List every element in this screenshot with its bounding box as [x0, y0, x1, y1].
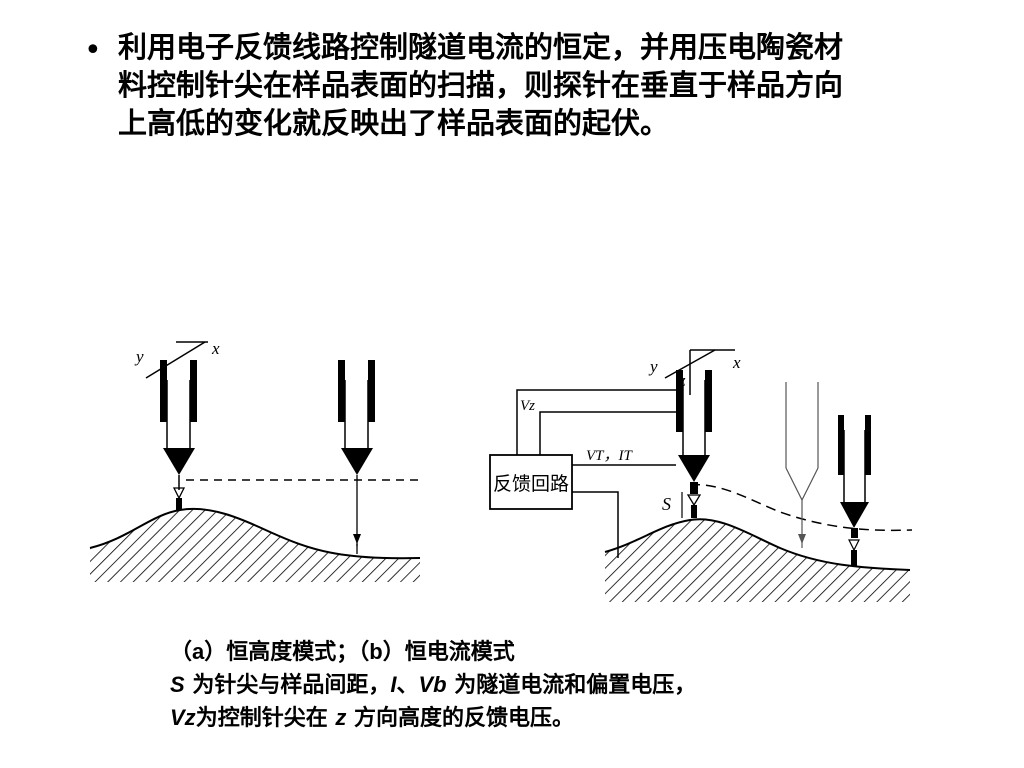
axis-x-right: x [732, 353, 741, 372]
panel-b: y x z 反馈回路 Vz VT，IT S [489, 349, 913, 602]
bullet-line-2: 料控制针尖在样品表面的扫描，则探针在垂直于样品方向 [118, 68, 844, 102]
sample-surface-left [89, 508, 421, 560]
probe-right-1 [676, 370, 712, 518]
probe-right-3 [838, 415, 871, 566]
feedback-loop-label: 反馈回路 [493, 473, 569, 495]
caption-line-1: （a）恒高度模式；（b）恒电流模式 [170, 639, 515, 665]
sample-surface-hatch-right [605, 519, 910, 602]
figure-caption: （a）恒高度模式；（b）恒电流模式 S 为针尖与样品间距，I、Vb 为隧道电流和… [170, 636, 696, 735]
axis-y-right: y [648, 357, 658, 376]
caption-line-3: Vz为控制针尖在 z 方向高度的反馈电压。 [170, 705, 575, 731]
bullet-text: 利用电子反馈线路控制隧道电流的恒定，并用压电陶瓷材 料控制针尖在样品表面的扫描，… [118, 28, 984, 142]
probe-right-2-arrow [798, 534, 806, 544]
bullet-paragraph: • 利用电子反馈线路控制隧道电流的恒定，并用压电陶瓷材 料控制针尖在样品表面的扫… [84, 28, 984, 142]
probe-left-2 [338, 360, 375, 554]
stm-modes-diagram: y x [89, 339, 913, 602]
bullet-line-1: 利用电子反馈线路控制隧道电流的恒定，并用压电陶瓷材 [118, 30, 844, 64]
gap-s-label: S [662, 494, 671, 514]
bullet-line-3: 上高低的变化就反映出了样品表面的起伏。 [118, 106, 670, 140]
axes-right [664, 349, 735, 395]
axes-left [145, 341, 208, 379]
feedback-wiring [516, 389, 676, 558]
panel-a: y x [89, 339, 421, 582]
vz-label: Vz [520, 398, 535, 414]
axis-y-left: y [134, 347, 144, 366]
axis-x-left: x [211, 339, 220, 358]
probe-right-2 [785, 382, 819, 548]
bullet-marker: • [84, 33, 102, 68]
caption-line-2: S 为针尖与样品间距，I、Vb 为隧道电流和偏置电压， [170, 672, 697, 698]
sample-surface-hatch-left [90, 508, 420, 582]
sample-surface-right [604, 518, 911, 571]
vt-it-label: VT，IT [586, 448, 634, 464]
probe-left-1 [160, 360, 197, 510]
feedback-loop-box [489, 454, 573, 510]
